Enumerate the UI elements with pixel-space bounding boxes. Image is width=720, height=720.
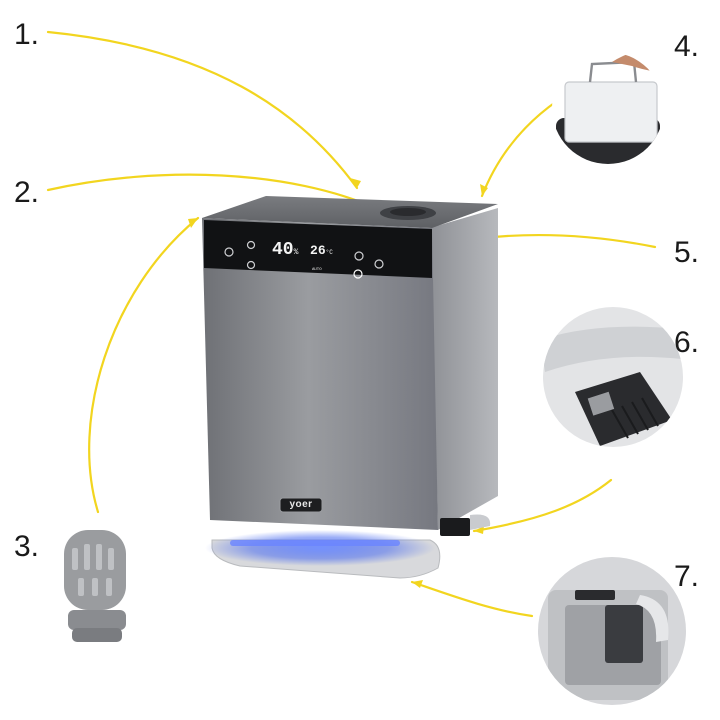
label-6: 6.: [674, 326, 700, 359]
arrow-1: [46, 30, 359, 190]
label-4: 4.: [674, 30, 700, 63]
arrow-7-head: [412, 580, 423, 588]
mode-icon: [354, 251, 364, 261]
label-5: 5.: [674, 236, 700, 269]
callout-7-rear-panel: [538, 557, 686, 705]
timer-icon: [374, 259, 384, 269]
label-3: 3.: [14, 530, 40, 563]
humidity-unit: %: [293, 248, 299, 257]
callout-3-cartridge: [64, 530, 126, 642]
brand-plate: [279, 497, 323, 513]
arrow-4-head: [480, 184, 488, 196]
night-light-glow: [205, 530, 435, 566]
callout-arrows: [46, 30, 657, 618]
fan-icon: [246, 240, 256, 250]
arrow-7: [410, 580, 534, 618]
arrow-4: [480, 99, 559, 198]
arrow-3: [88, 216, 200, 514]
label-7: 7.: [674, 560, 700, 593]
mode-readout: AUTO: [312, 268, 322, 272]
label-1: 1.: [14, 18, 40, 51]
side-face: [430, 208, 498, 530]
arrow-6: [472, 478, 613, 533]
front-face: [202, 218, 438, 530]
panel-icons: [224, 240, 384, 279]
humidifier-device: [202, 196, 498, 579]
drop-icon: [246, 260, 256, 270]
display-readout: 40% 26°C AUTO: [272, 240, 338, 272]
humidity-value: 40: [272, 240, 294, 260]
arrow-3-head: [188, 218, 198, 228]
power-icon: [224, 247, 234, 257]
arrow-6-head: [474, 526, 484, 534]
arrow-1-head: [350, 178, 361, 188]
callout-6-filter: [543, 307, 683, 447]
brand-logo: yoer: [289, 499, 313, 510]
label-2: 2.: [14, 176, 40, 209]
temp-value: 26: [310, 243, 326, 258]
glow-strip: [230, 540, 400, 546]
rear-port: [440, 518, 470, 536]
arrow-2: [46, 173, 380, 211]
callout-4-water-tank: [552, 52, 664, 164]
top-face: [202, 196, 498, 228]
temp-unit: °C: [325, 249, 333, 256]
light-icon: [353, 269, 363, 279]
